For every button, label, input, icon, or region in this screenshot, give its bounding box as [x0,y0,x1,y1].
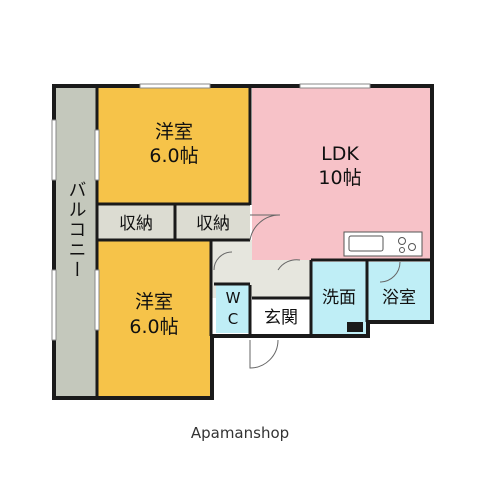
storage-left [98,205,174,239]
balcony-area [56,88,97,396]
brand-watermark: Apamanshop [190,424,290,442]
wc-label-w: W [226,289,241,307]
wc-label-c: C [228,310,238,328]
room-label-western-top: 洋室 [155,121,193,143]
ldk-area [252,88,430,260]
doors [213,214,401,369]
meter-box [347,322,363,332]
room-area-ldk: 10帖 [318,167,361,189]
walls [52,84,434,400]
storage-right [176,205,250,239]
balcony-label: バルコニー [66,180,87,280]
western-room-top [98,88,250,204]
room-area-western-bottom: 6.0帖 [129,316,178,338]
room-area-western-top: 6.0帖 [149,145,198,167]
bathroom-label: 浴室 [382,288,416,308]
bathroom-area [368,262,430,320]
western-room-bottom [98,240,210,396]
stove-burner-icon [408,243,416,251]
washroom-label: 洗面 [322,288,356,308]
wc-area [216,285,250,333]
storage-label-right: 収納 [196,214,230,234]
interior-walls [95,88,430,396]
room-label-western-bottom: 洋室 [135,291,173,313]
entrance-label: 玄関 [264,308,298,328]
windows [51,83,371,341]
room-label-ldk: LDK [321,143,359,165]
storage-label-left: 収納 [119,214,153,234]
kitchen-sink [348,235,384,252]
entrance-area [252,298,310,334]
stove-burner-icon [399,247,405,253]
stove-burner-icon [398,237,406,245]
